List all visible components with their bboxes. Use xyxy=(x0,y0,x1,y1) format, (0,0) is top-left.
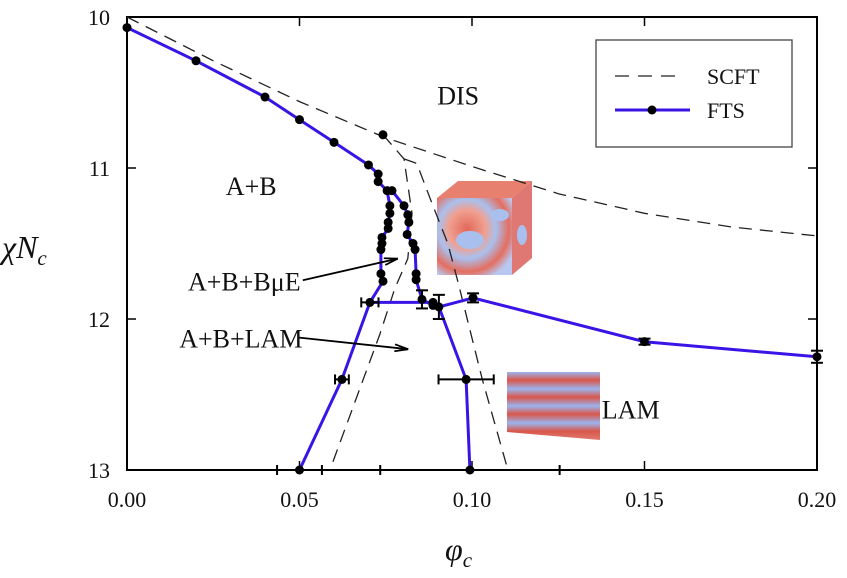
y-tick-label: 11 xyxy=(89,156,110,181)
legend-fts-marker xyxy=(648,106,657,115)
arrow-head xyxy=(394,349,408,351)
fts-line xyxy=(439,298,817,357)
x-tick-label: 0.00 xyxy=(108,487,147,512)
phase-label: LAM xyxy=(602,396,660,425)
fts-data-point xyxy=(261,93,270,102)
fts-data-point xyxy=(374,177,383,186)
legend: SCFT FTS xyxy=(596,40,792,147)
fts-data-point xyxy=(378,130,387,139)
fts-data-point xyxy=(462,375,471,384)
fts-data-point xyxy=(376,269,385,278)
fts-data-point xyxy=(364,160,373,169)
fts-data-point xyxy=(384,224,393,233)
disordered-cube-image xyxy=(437,181,532,275)
fts-data-point xyxy=(330,138,339,147)
fts-line xyxy=(127,28,387,191)
phase-label: A+B+LAM xyxy=(179,325,302,354)
fts-data-point xyxy=(403,230,412,239)
fts-data-point xyxy=(295,466,304,475)
fts-data-point xyxy=(400,201,409,210)
x-tick-label: 0.15 xyxy=(625,487,664,512)
fts-data-point xyxy=(337,375,346,384)
fts-data-point xyxy=(469,293,478,302)
phase-label: A+B+BμE xyxy=(188,267,301,296)
y-tick-label: 13 xyxy=(88,458,110,483)
legend-fts-label: FTS xyxy=(707,98,745,123)
fts-data-point xyxy=(295,115,304,124)
x-tick-label: 0.20 xyxy=(798,487,837,512)
y-tick-label: 12 xyxy=(88,307,110,332)
svg-text:φc: φc xyxy=(445,531,473,572)
fts-data-point xyxy=(417,295,426,304)
y-axis-label: χNc xyxy=(0,229,47,270)
phase-label: A+B xyxy=(226,172,277,201)
fts-data-point xyxy=(640,337,649,346)
fts-data-point xyxy=(411,245,420,254)
x-tick-label: 0.10 xyxy=(453,487,492,512)
fts-data-point xyxy=(192,56,201,65)
fts-data-point xyxy=(365,298,374,307)
fts-data-point xyxy=(404,218,413,227)
lamellar-cube-image xyxy=(507,372,600,440)
phase-label: DIS xyxy=(437,82,479,111)
legend-scft-label: SCFT xyxy=(707,64,760,89)
fts-data-point xyxy=(403,210,412,219)
fts-data-point xyxy=(412,275,421,284)
fts-line xyxy=(439,307,470,470)
x-axis-label: φc xyxy=(445,531,473,572)
x-tick-label: 0.05 xyxy=(280,487,319,512)
fts-data-point xyxy=(387,186,396,195)
svg-text:χNc: χNc xyxy=(0,229,47,270)
fts-data-point xyxy=(378,277,387,286)
y-tick-label: 10 xyxy=(88,5,110,30)
fts-data-point xyxy=(429,298,438,307)
fts-line xyxy=(300,302,370,470)
fts-data-point xyxy=(376,245,385,254)
fts-data-point xyxy=(123,23,132,32)
fts-data-point xyxy=(465,466,474,475)
fts-data-point xyxy=(385,209,394,218)
fts-data-point xyxy=(813,352,822,361)
